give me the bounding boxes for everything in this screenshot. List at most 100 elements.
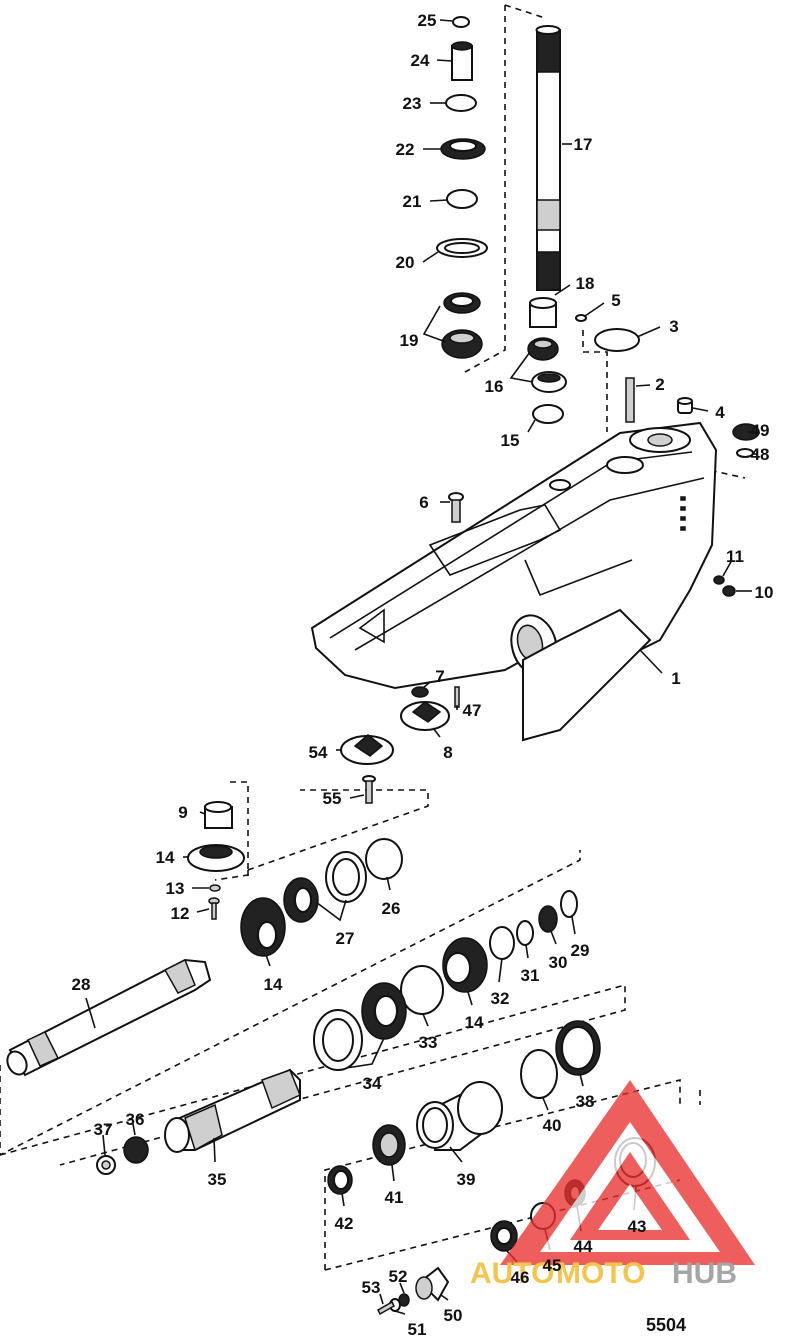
part-label-7: 7 <box>435 667 444 686</box>
nut-7 <box>411 686 429 698</box>
part-label-54: 54 <box>309 743 328 762</box>
bearing-carrier-group <box>327 1020 601 1195</box>
ring-29 <box>560 890 578 918</box>
part-label-13: 13 <box>166 879 185 898</box>
part-label-12: 12 <box>171 904 190 923</box>
driveshaft <box>535 25 561 291</box>
housing-fasteners <box>448 492 736 597</box>
washer-5 <box>575 314 587 322</box>
o-ring-40 <box>520 1049 558 1099</box>
part-label-38: 38 <box>576 1092 595 1111</box>
part-label-41: 41 <box>385 1188 404 1207</box>
anode-parts <box>340 686 460 804</box>
part-label-37: 37 <box>94 1120 113 1139</box>
watermark-logo: AUTO MOTO HUB <box>470 1080 755 1290</box>
washer-48 <box>736 448 754 458</box>
o-ring-3 <box>594 328 640 352</box>
screw-53 <box>377 1300 395 1316</box>
o-ring-21 <box>446 189 478 209</box>
part-label-42: 42 <box>335 1214 354 1233</box>
part-label-40: 40 <box>543 1116 562 1135</box>
forward-gear-group <box>187 801 403 957</box>
part-label-11: 11 <box>726 547 744 566</box>
part-number-labels: 1234567891011121314141415161718192021222… <box>72 11 774 1336</box>
upper-small-parts <box>527 297 760 458</box>
part-label-47: 47 <box>463 701 482 720</box>
part-label-26: 26 <box>382 899 401 918</box>
part-label-35: 35 <box>208 1170 227 1189</box>
part-label-30: 30 <box>549 953 568 972</box>
ring-32 <box>489 926 515 960</box>
leader-lines <box>85 19 758 1315</box>
part-label-9: 9 <box>178 803 187 822</box>
part-label-22: 22 <box>396 140 415 159</box>
screw-10 <box>722 585 736 597</box>
part-label-48: 48 <box>751 445 770 464</box>
part-label-44: 44 <box>574 1237 593 1256</box>
screw-47 <box>454 686 460 708</box>
part-label-16: 16 <box>485 377 504 396</box>
part-label-29: 29 <box>571 941 590 960</box>
part-label-52: 52 <box>389 1267 408 1286</box>
part-label-3: 3 <box>669 317 678 336</box>
part-label-6: 6 <box>419 493 428 512</box>
o-ring-23 <box>445 94 477 112</box>
part-label-45: 45 <box>543 1256 562 1275</box>
ring-31 <box>516 920 534 946</box>
retaining-ring <box>452 16 470 28</box>
assembly-guide-lines <box>0 4 746 1271</box>
part-label-14c: 14 <box>465 1013 484 1032</box>
ring-33 <box>400 965 444 1015</box>
stud-2 <box>625 377 635 423</box>
nut-50 <box>418 1266 450 1302</box>
part-label-2: 2 <box>655 375 664 394</box>
part-label-14b: 14 <box>264 975 283 994</box>
part-label-31: 31 <box>521 966 540 985</box>
ring-26 <box>365 838 403 880</box>
part-label-28: 28 <box>72 975 91 994</box>
part-label-33: 33 <box>419 1033 438 1052</box>
part-label-20: 20 <box>396 253 415 272</box>
part-label-5: 5 <box>611 291 620 310</box>
part-label-18: 18 <box>576 274 595 293</box>
part-label-14a: 14 <box>156 848 175 867</box>
part-label-50: 50 <box>444 1306 463 1325</box>
part-label-53: 53 <box>362 1278 381 1297</box>
propeller-shaft <box>6 958 212 1077</box>
washer-11 <box>713 575 725 585</box>
screw-55-shank <box>365 780 373 804</box>
watermark-text-hub: HUB <box>672 1257 737 1290</box>
part-label-4: 4 <box>715 403 725 422</box>
part-label-55: 55 <box>323 789 342 808</box>
ring-15 <box>532 404 564 424</box>
clutch-shaft-group <box>96 1068 301 1175</box>
reverse-gear-group <box>313 890 578 1071</box>
part-label-23: 23 <box>403 94 422 113</box>
part-label-36: 36 <box>126 1110 145 1129</box>
part-label-39: 39 <box>457 1170 476 1189</box>
gear-housing <box>310 421 718 742</box>
part-label-15: 15 <box>501 431 520 450</box>
sleeve <box>451 45 473 81</box>
bearing-30 <box>538 905 558 933</box>
watermark-text-auto: AUTO <box>470 1257 554 1290</box>
part-label-46: 46 <box>511 1268 530 1287</box>
part-label-1: 1 <box>671 669 680 688</box>
part-label-21: 21 <box>403 192 422 211</box>
seal-49 <box>732 423 760 441</box>
housing-vent-marks <box>680 496 686 531</box>
bearing-36 <box>123 1136 149 1164</box>
part-label-32: 32 <box>491 989 510 1008</box>
part-label-43: 43 <box>628 1217 647 1236</box>
part-label-51: 51 <box>408 1320 427 1336</box>
part-label-24: 24 <box>411 51 430 70</box>
part-label-10: 10 <box>755 583 774 602</box>
diagram-code: 5504 <box>646 1315 686 1335</box>
part-label-49: 49 <box>751 421 770 440</box>
washer-13 <box>209 884 221 892</box>
part-label-8: 8 <box>443 743 452 762</box>
part-label-17: 17 <box>574 135 593 154</box>
watermark-text-moto: MOTO <box>556 1257 645 1290</box>
screw-6-shank <box>451 499 461 523</box>
